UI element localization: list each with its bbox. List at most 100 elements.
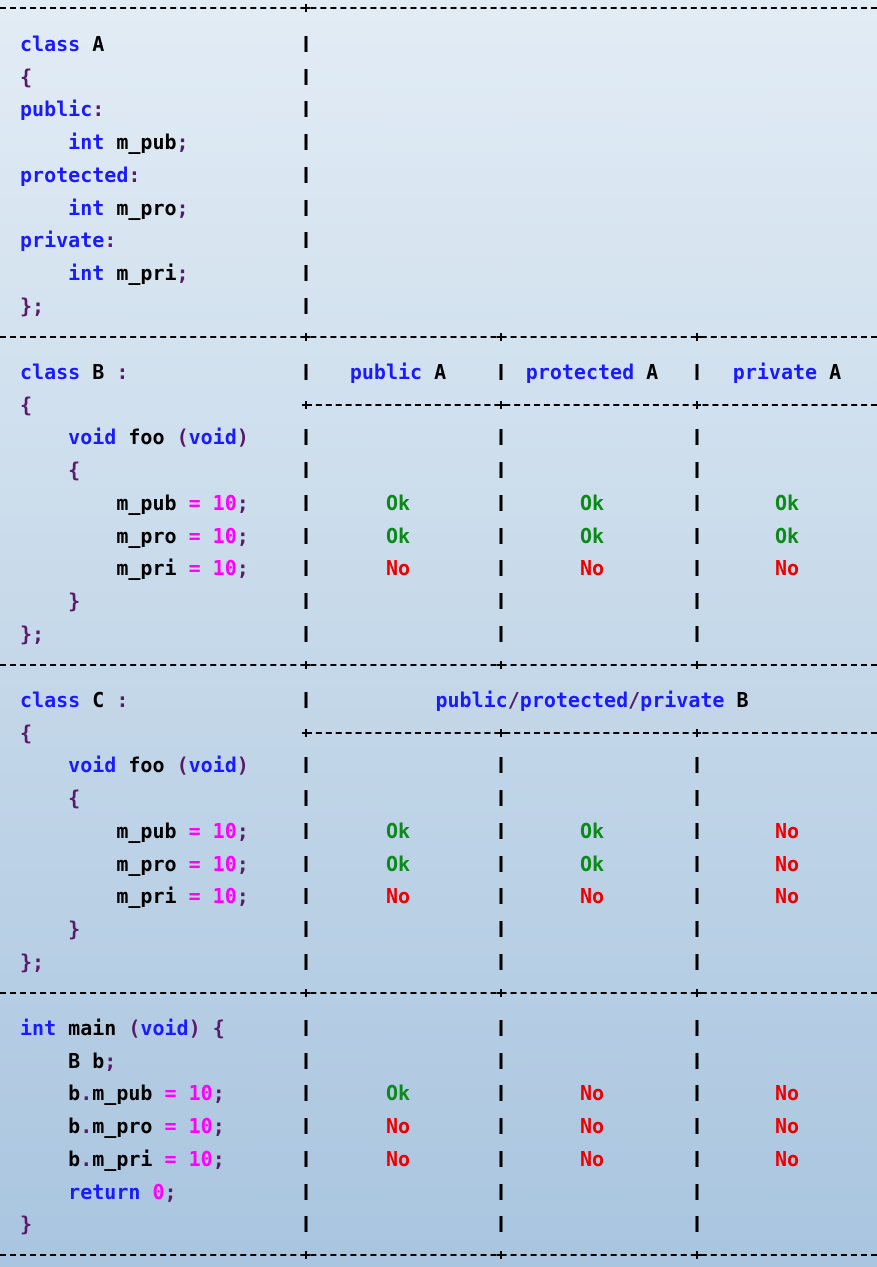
token: 10: [212, 490, 237, 515]
token: :: [128, 162, 141, 187]
token: b: [20, 1081, 81, 1106]
token: private: [640, 688, 725, 712]
column-separator: [304, 1150, 308, 1167]
column-separator: [304, 790, 308, 807]
cross-marker: [693, 661, 701, 669]
column-separator: [695, 527, 699, 544]
token: foo: [116, 753, 177, 778]
column-separator: [304, 855, 308, 872]
column-separator: [695, 625, 699, 642]
token: [20, 261, 68, 285]
column-separator: [304, 101, 308, 118]
column-separator: [304, 822, 308, 839]
result-cell: Ok: [579, 818, 605, 843]
token: :: [104, 228, 117, 253]
cross-marker: [497, 333, 505, 341]
token: 10: [188, 1114, 213, 1139]
cross-marker: [302, 728, 310, 737]
token: [20, 917, 68, 941]
token: };: [20, 621, 45, 646]
cross-marker: [497, 400, 505, 409]
token: ;: [236, 884, 249, 909]
result-cell: Ok: [579, 851, 605, 876]
token: [201, 556, 213, 580]
token: class: [20, 688, 81, 712]
token: [20, 196, 68, 220]
token: :: [116, 688, 129, 712]
code-line: {: [20, 458, 80, 482]
token: int: [20, 1016, 57, 1040]
token: (: [128, 1016, 141, 1040]
token: =: [164, 1114, 177, 1139]
column-separator: [304, 1216, 308, 1233]
result-cell: Ok: [385, 523, 411, 548]
token: [201, 1016, 213, 1040]
column-separator: [304, 527, 308, 544]
token: [177, 1081, 189, 1105]
token: class: [20, 360, 81, 384]
column-separator: [695, 429, 699, 446]
result-cell: Ok: [385, 490, 411, 515]
code-line: int main (void) {: [20, 1016, 225, 1040]
token: foo: [116, 425, 177, 450]
token: 10: [212, 523, 237, 548]
token: =: [188, 556, 201, 581]
column-separator: [304, 264, 308, 281]
column-separator: [499, 1052, 503, 1069]
token: 10: [188, 1081, 213, 1106]
result-cell: Ok: [385, 851, 411, 876]
token: 10: [188, 1146, 213, 1171]
token: {: [212, 1016, 225, 1040]
column-separator: [499, 364, 503, 380]
token: (: [176, 753, 189, 778]
code-line: {: [20, 393, 32, 417]
token: [20, 753, 68, 777]
cross-marker: [693, 989, 701, 997]
token: ): [236, 753, 249, 778]
token: =: [188, 884, 201, 909]
column-header: private A: [733, 360, 841, 384]
code-line: m_pub = 10;: [20, 819, 248, 843]
column-separator: [499, 920, 503, 937]
cross-marker: [497, 661, 505, 669]
column-separator: [695, 364, 699, 380]
column-separator: [304, 297, 308, 314]
token: int: [68, 130, 105, 155]
cross-marker: [693, 400, 701, 409]
column-separator: [695, 592, 699, 609]
column-separator: [695, 1085, 699, 1102]
column-separator: [304, 592, 308, 609]
cross-marker: [302, 989, 310, 997]
token: main: [56, 1016, 129, 1040]
code-line: B b;: [20, 1049, 116, 1073]
column-separator: [499, 790, 503, 807]
token: 10: [212, 884, 237, 909]
code-line: return 0;: [20, 1180, 176, 1204]
token: C: [80, 688, 117, 712]
token: =: [164, 1081, 177, 1106]
token: b: [20, 1146, 81, 1171]
code-line: protected:: [20, 163, 140, 187]
column-separator: [499, 560, 503, 577]
token: =: [188, 851, 201, 876]
cross-marker: [497, 989, 505, 997]
column-separator: [304, 560, 308, 577]
code-line: b.m_pro = 10;: [20, 1114, 225, 1138]
column-separator: [695, 790, 699, 807]
dashed-rule: [0, 664, 877, 666]
token: }: [68, 588, 81, 613]
token: m_pri: [92, 1146, 165, 1171]
token: =: [164, 1146, 177, 1171]
token: ;: [176, 195, 189, 220]
token: m_pro: [104, 195, 177, 220]
code-line: }: [20, 589, 80, 613]
column-separator: [499, 592, 503, 609]
token: A: [817, 360, 842, 384]
column-separator: [499, 462, 503, 479]
result-cell: No: [774, 884, 800, 909]
column-separator: [499, 527, 503, 544]
column-separator: [304, 920, 308, 937]
code-line: class C :: [20, 688, 128, 712]
token: {: [20, 392, 33, 417]
token: ): [236, 425, 249, 450]
